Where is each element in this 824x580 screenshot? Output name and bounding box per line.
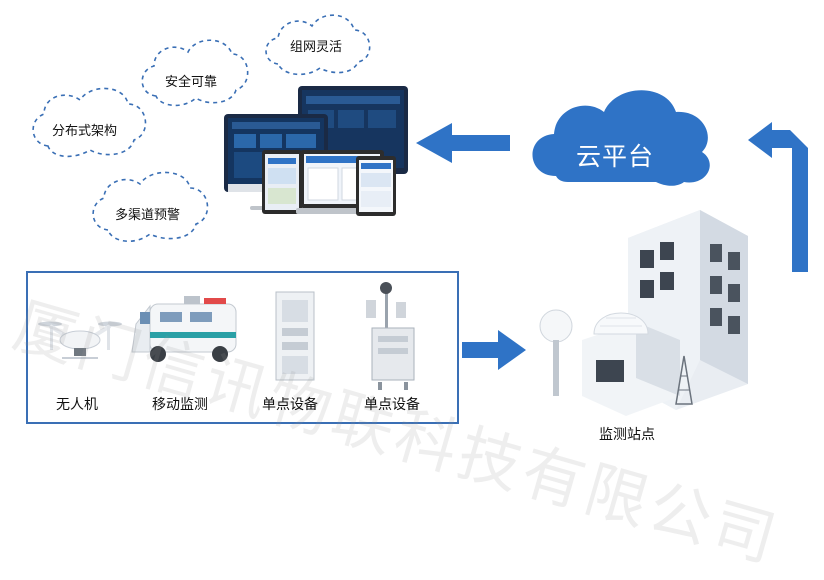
feature-label-distributed: 分布式架构 [52,124,118,139]
device-label-mobile: 移动监测 [152,397,208,413]
feature-bubble-distributed [32,87,147,158]
device-label-cabinet: 单点设备 [262,397,318,413]
mobile-monitoring-vehicle-icon [131,296,237,362]
device-label-drone: 无人机 [56,397,98,413]
drone-icon [38,321,122,359]
feature-label-alert: 多渠道预警 [115,208,181,223]
monitoring-screens [224,86,408,216]
diagram-graphics [26,14,808,424]
cloud-platform-label: 云平台 [576,142,655,171]
feature-label-flexible: 组网灵活 [290,40,343,55]
arrow-devices-to-station [462,330,526,370]
cloud-platform-shape [532,90,710,186]
arrow-cloud-to-screens [416,123,510,163]
monitoring-station-building [539,210,748,416]
single-point-station-icon [366,282,415,390]
feature-label-secure: 安全可靠 [165,75,218,90]
feature-bubble-secure [141,39,249,107]
device-label-single-point: 单点设备 [364,397,420,413]
arrow-station-to-cloud [748,122,808,272]
station-label: 监测站点 [599,427,655,443]
monitoring-cabinet-icon [275,291,315,381]
diagram-canvas: 厦门信讯物联科技有限公司 组网灵活 安全可靠 分布式架构 多渠道预警 云平台 无… [6,14,808,577]
